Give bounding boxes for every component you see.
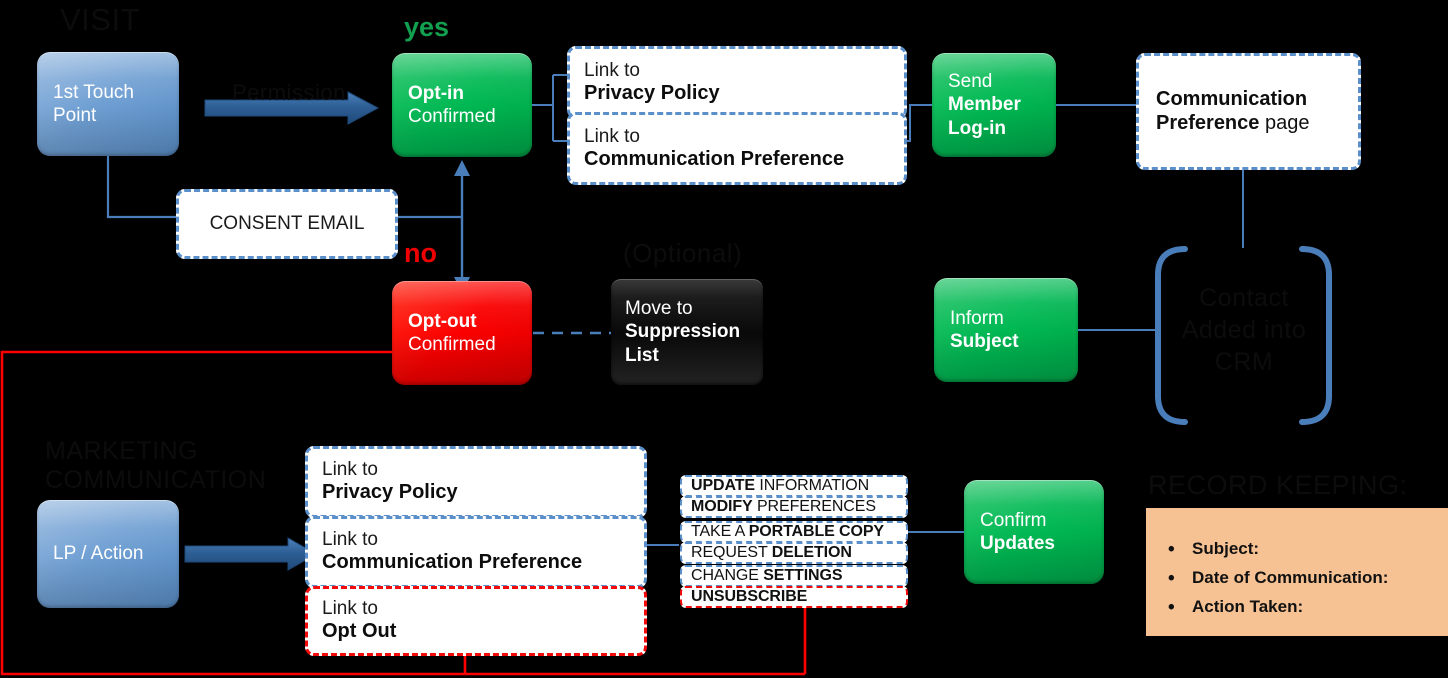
node-confirm-updates[interactable]: Confirm Updates — [964, 480, 1104, 584]
record-item-1: Date of Communication: — [1168, 563, 1448, 596]
link-privacy-bot-line-2: Privacy Policy — [322, 481, 458, 504]
option-row-change-settings[interactable]: CHANGE SETTINGS — [680, 565, 908, 587]
contact-crm-line-2: Added into — [1181, 316, 1307, 344]
option-label-3: REQUEST DELETION — [691, 544, 852, 561]
record-item-0: Subject: — [1168, 534, 1448, 567]
suppression-line-2: Suppression — [625, 321, 741, 343]
send-member-line-3: Log-in — [948, 117, 1007, 139]
option-row-modify-preferences[interactable]: MODIFY PREFERENCES — [680, 496, 908, 518]
send-member-line-1: Send — [948, 71, 993, 93]
node-send-member-login[interactable]: Send Member Log-in — [932, 53, 1056, 157]
option-label-0: UPDATE INFORMATION — [691, 477, 870, 494]
node-lp-action[interactable]: LP / Action — [37, 500, 179, 608]
link-optout-line-1: Link to — [322, 598, 378, 620]
caption-record-keeping: RECORD KEEPING: — [1148, 470, 1408, 500]
option-row-unsubscribe[interactable]: UNSUBSCRIBE — [680, 586, 908, 608]
node-consent-email[interactable]: CONSENT EMAIL — [176, 189, 398, 259]
opt-in-line-1: Opt-in — [408, 82, 464, 104]
card-link-comm-pref-top[interactable]: Link to Communication Preference — [567, 112, 907, 185]
option-label-4: CHANGE SETTINGS — [691, 567, 843, 584]
link-privacy-top-line-2: Privacy Policy — [584, 81, 720, 104]
opt-out-line-2: Confirmed — [408, 334, 496, 355]
link-privacy-top-line-1: Link to — [584, 59, 640, 81]
node-inform-subject[interactable]: Inform Subject — [934, 278, 1078, 382]
option-row-request-deletion[interactable]: REQUEST DELETION — [680, 542, 908, 564]
callout-record-keeping: Subject: Date of Communication: Action T… — [1146, 508, 1448, 636]
suppression-line-3: List — [625, 344, 659, 366]
inform-line-1: Inform — [950, 307, 1004, 329]
caption-communication: COMMUNICATION — [45, 466, 267, 494]
option-row-take-portable-copy[interactable]: TAKE A PORTABLE COPY — [680, 521, 908, 543]
card-link-privacy-policy-bottom[interactable]: Link to Privacy Policy — [305, 446, 647, 518]
caption-contact-crm: Contact Added into CRM — [1170, 282, 1318, 378]
card-link-comm-pref-bottom[interactable]: Link to Communication Preference — [305, 516, 647, 588]
option-row-update-information[interactable]: UPDATE INFORMATION — [680, 475, 908, 497]
label-no: no — [404, 238, 437, 268]
node-opt-out-confirmed[interactable]: Opt-out Confirmed — [392, 281, 532, 385]
node-move-to-suppression-list[interactable]: Move to Suppression List — [611, 279, 763, 385]
confirm-line-1: Confirm — [980, 509, 1047, 531]
opt-in-line-2: Confirmed — [408, 106, 496, 127]
touch-point-line-1: 1st Touch — [53, 81, 134, 103]
pref-page-line-1: Communication — [1156, 88, 1308, 111]
node-1st-touch-point[interactable]: 1st Touch Point — [37, 52, 179, 156]
link-commpref-bot-line-1: Link to — [322, 529, 378, 551]
label-yes: yes — [404, 12, 450, 42]
link-commpref-bot-line-2: Communication Preference — [322, 551, 583, 574]
inform-line-2: Subject — [950, 331, 1019, 352]
caption-optional: (Optional) — [623, 238, 743, 268]
opt-out-line-1: Opt-out — [408, 310, 477, 332]
option-label-5: UNSUBSCRIBE — [691, 588, 808, 605]
pref-page-suffix: page — [1259, 111, 1310, 134]
caption-visit: VISIT — [60, 2, 141, 37]
caption-permission: Permission — [232, 80, 346, 105]
link-privacy-bot-line-1: Link to — [322, 459, 378, 481]
node-opt-in-confirmed[interactable]: Opt-in Confirmed — [392, 53, 532, 157]
consent-email-label: CONSENT EMAIL — [209, 212, 365, 234]
card-communication-preference-page[interactable]: Communication Preference page — [1136, 53, 1361, 170]
send-member-line-2: Member — [948, 94, 1021, 116]
link-commpref-top-line-1: Link to — [584, 125, 640, 147]
record-keeping-list: Subject: Date of Communication: Action T… — [1146, 508, 1448, 625]
link-commpref-top-line-2: Communication Preference — [584, 147, 845, 170]
option-label-1: MODIFY PREFERENCES — [691, 498, 876, 515]
pref-page-line-2: Preference page — [1156, 112, 1358, 135]
confirm-line-2: Updates — [980, 533, 1055, 554]
card-link-privacy-policy-top[interactable]: Link to Privacy Policy — [567, 46, 907, 119]
touch-point-line-2: Point — [53, 105, 97, 126]
option-label-2: TAKE A PORTABLE COPY — [691, 523, 885, 540]
arrow-lpaction-to-links — [184, 537, 318, 571]
record-item-2: Action Taken: — [1168, 592, 1448, 625]
caption-marketing: MARKETING — [45, 437, 199, 465]
card-link-opt-out[interactable]: Link to Opt Out — [305, 586, 647, 656]
pref-page-strong: Preference — [1156, 111, 1260, 134]
lp-action-label: LP / Action — [53, 543, 144, 565]
link-optout-line-2: Opt Out — [322, 620, 397, 643]
contact-crm-line-3: CRM — [1214, 348, 1274, 376]
contact-crm-line-1: Contact — [1199, 284, 1289, 312]
suppression-line-1: Move to — [625, 298, 693, 320]
